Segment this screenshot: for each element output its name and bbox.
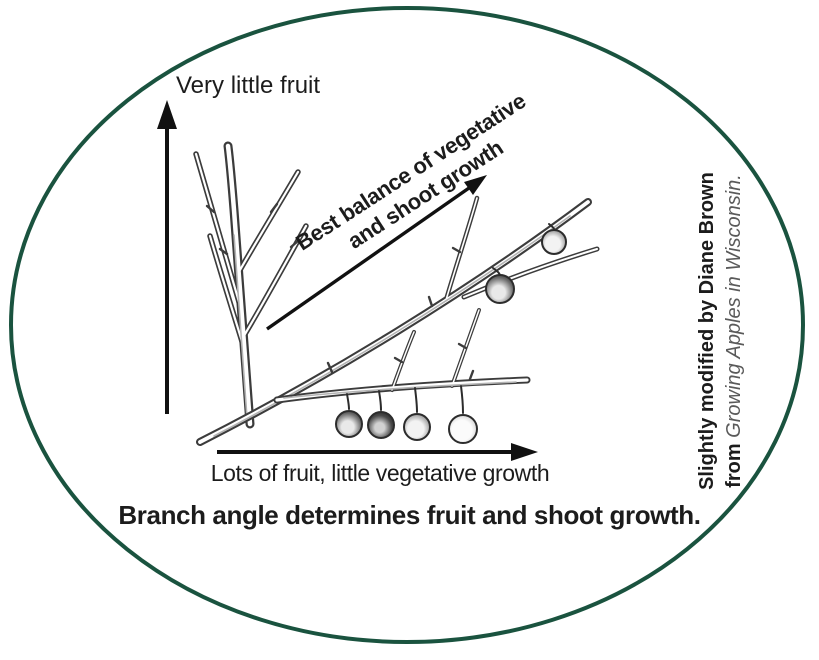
credit-line2: from Growing Apples in Wisconsin. [721,141,748,521]
diagonal-branch-illustration [196,195,600,446]
horizontal-branch-illustration [273,308,531,444]
fruit-illustration [448,414,478,444]
fruit-illustration [485,274,515,304]
credit-line1: Slightly modified by Diane Brown [696,172,718,490]
oval-border [9,6,805,644]
upright-branch-illustration [193,141,309,429]
figure-caption: Branch angle determines fruit and shoot … [118,500,701,530]
x-axis-label: Lots of fruit, little vegetative growth [210,460,550,486]
y-axis-label: Very little fruit [176,72,321,99]
fruit-illustration [541,229,567,255]
right-arrow-icon [511,443,538,461]
y-axis-arrow [157,100,177,414]
diagonal-arrow [266,175,487,331]
fruit-illustration [367,411,395,439]
up-arrow-icon [157,100,177,129]
up-right-arrow-icon [464,175,487,195]
fruit-illustration [335,410,363,438]
credit-line2-prefix: from [723,443,745,488]
credit-text: Slightly modified by Diane Brown from Gr… [694,141,750,521]
fruit-illustration [403,413,431,441]
x-axis-arrow [217,443,538,461]
credit-line2-source: Growing Apples in Wisconsin. [723,174,745,438]
